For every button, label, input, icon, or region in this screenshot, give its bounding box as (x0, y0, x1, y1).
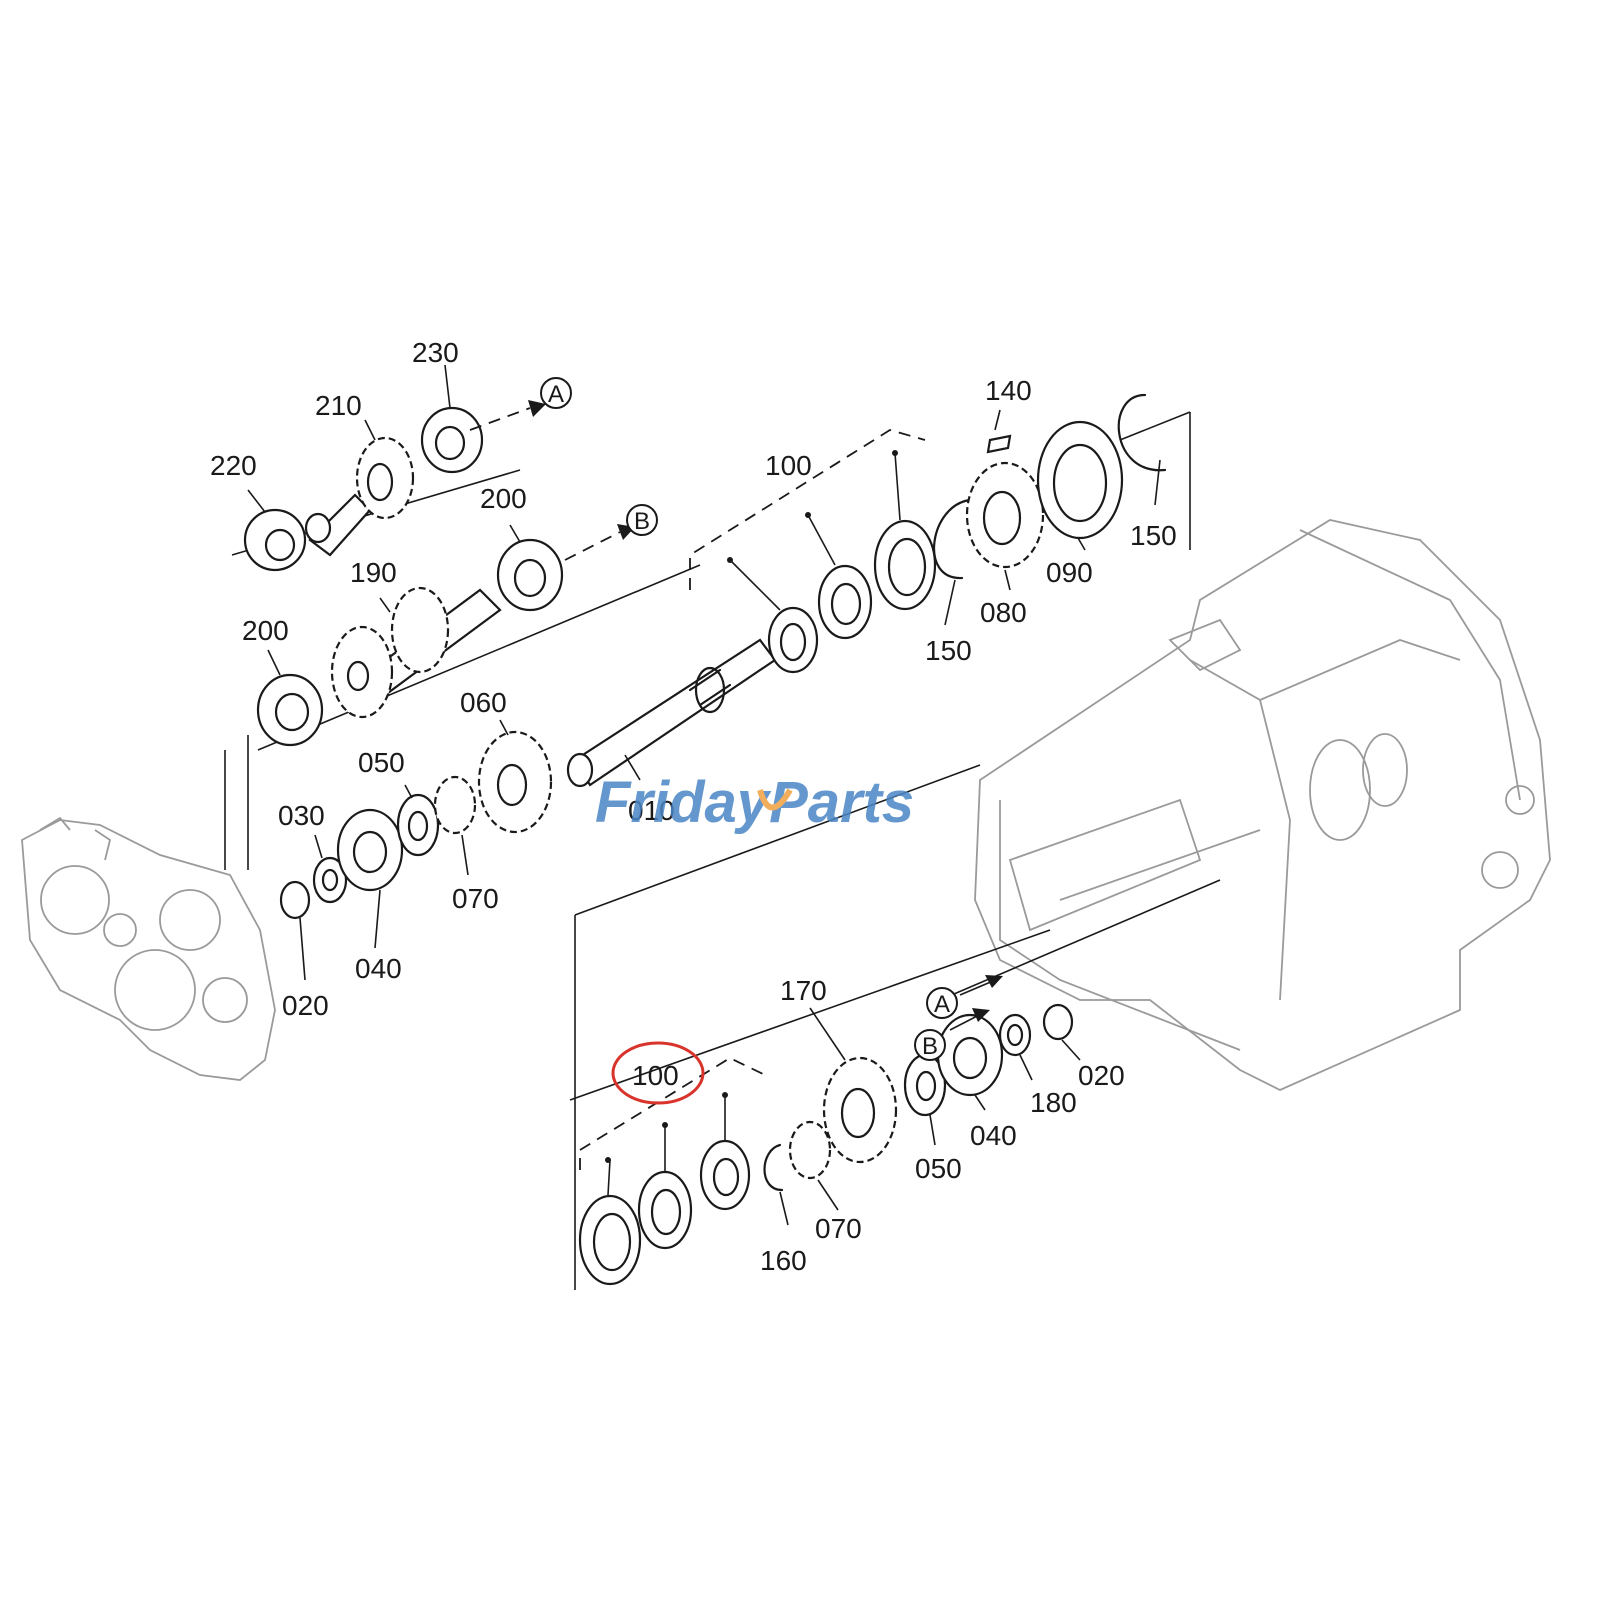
part-190-cluster-gear (330, 586, 502, 719)
watermark-text-friday: Friday (595, 770, 772, 835)
part-020-nut-top (279, 880, 311, 920)
part-100-synchro-ring-bottom (699, 1139, 751, 1211)
marker-a-top: A (540, 377, 572, 409)
part-010-main-shaft (566, 638, 777, 788)
part-150-snap-ring-mid (933, 498, 972, 580)
front-cover-housing (21, 816, 276, 1081)
callout-230: 230 (412, 337, 459, 368)
part-180-washer (998, 1013, 1032, 1057)
callout-150-mid: 150 (925, 635, 972, 666)
callout-labels: 230 210 220 200 190 200 100 140 150 090 … (210, 337, 1177, 1276)
callout-210: 210 (315, 390, 362, 421)
callout-150-right: 150 (1130, 520, 1177, 551)
marker-b-top: B (626, 504, 658, 536)
part-030-washer (312, 856, 348, 904)
leader-lines (247, 364, 1161, 1226)
callout-070-bottom: 070 (815, 1213, 862, 1244)
callout-200-left: 200 (242, 615, 289, 646)
part-100-friction-disc-top (873, 519, 937, 611)
part-100-synchro-ring-top (767, 606, 819, 674)
callout-200-top: 200 (480, 483, 527, 514)
part-060-gear (477, 730, 553, 834)
callout-160: 160 (760, 1245, 807, 1276)
part-200-bearing-right (496, 538, 564, 612)
callout-040-bottom: 040 (970, 1120, 1017, 1151)
transmission-housing (974, 519, 1551, 1091)
svg-text:A: A (548, 381, 564, 408)
callout-050-top: 050 (358, 747, 405, 778)
callout-030: 030 (278, 800, 325, 831)
callout-020-top: 020 (282, 990, 329, 1021)
callout-190: 190 (350, 557, 397, 588)
callout-220: 220 (210, 450, 257, 481)
arrow-from-marker-b-bottom (949, 1008, 990, 1031)
part-230-bearing (420, 406, 484, 474)
part-070-needle-bearing-top (433, 775, 477, 835)
highlight-circle-part-100 (611, 1041, 705, 1105)
part-140-key (986, 434, 1012, 454)
svg-text:A: A (934, 991, 950, 1018)
callout-040-top: 040 (355, 953, 402, 984)
callout-080: 080 (980, 597, 1027, 628)
callout-090: 090 (1046, 557, 1093, 588)
part-170-gear (822, 1056, 898, 1164)
part-200-bearing-left (256, 673, 324, 747)
part-040-bearing-top (336, 808, 404, 892)
callout-010: 010 (628, 795, 675, 826)
part-210-countershaft (304, 436, 415, 557)
part-100-synchro-cone-top (817, 564, 873, 640)
callout-050-bottom: 050 (915, 1153, 962, 1184)
svg-text:B: B (634, 508, 650, 535)
arrow-to-marker-a-top (469, 400, 546, 431)
watermark-swoosh (757, 788, 793, 811)
callout-100-bottom: 100 (632, 1060, 679, 1091)
part-150-snap-ring-right (1117, 393, 1167, 472)
marker-a-bottom: A (926, 987, 958, 1019)
callout-100-top: 100 (765, 450, 812, 481)
assembly-bracket-top (689, 429, 926, 590)
arrow-to-marker-b-top (564, 524, 635, 561)
part-070-needle-bearing-bottom (788, 1120, 832, 1180)
callout-140: 140 (985, 375, 1032, 406)
svg-text:B: B (922, 1033, 938, 1060)
part-100-synchro-cone-bottom (578, 1194, 642, 1286)
callout-060: 060 (460, 687, 507, 718)
callout-020-bottom: 020 (1078, 1060, 1125, 1091)
watermark-logo: FridayParts (595, 770, 914, 835)
part-040-bearing-bottom (936, 1013, 1004, 1097)
marker-b-bottom: B (914, 1029, 946, 1061)
svg-text:FridayParts: FridayParts (595, 770, 914, 835)
arrow-from-marker-a-bottom (959, 975, 1003, 996)
part-090-sleeve (1036, 420, 1124, 540)
part-220-bearing (243, 508, 307, 572)
part-050-collar-top (396, 793, 440, 857)
callout-070-top: 070 (452, 883, 499, 914)
part-160-circlip (763, 1143, 784, 1192)
watermark-text-parts: Parts (769, 770, 914, 835)
part-100-friction-disc-bottom (637, 1170, 693, 1250)
callout-170: 170 (780, 975, 827, 1006)
part-080-synchro-hub (965, 461, 1045, 569)
callout-180: 180 (1030, 1087, 1077, 1118)
part-020-nut-bottom (1042, 1003, 1074, 1041)
